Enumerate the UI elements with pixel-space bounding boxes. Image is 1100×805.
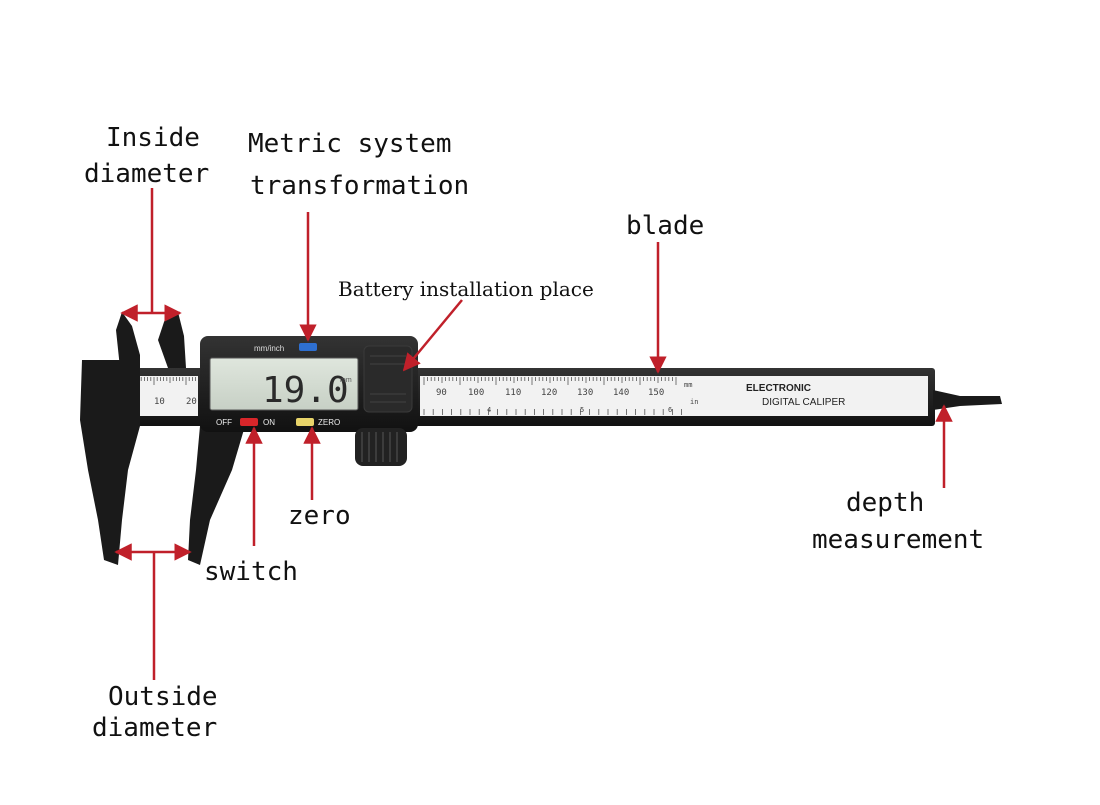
zero-button[interactable]	[296, 418, 314, 426]
depth-rod	[933, 372, 1002, 410]
sliding-jaw	[188, 426, 245, 565]
inch-mark-4: 4	[487, 406, 491, 414]
label-outside-diameter-line1: Outside	[108, 682, 218, 712]
power-button[interactable]	[240, 418, 258, 426]
label-metric-system-line1: Metric system	[248, 129, 452, 159]
label-depth-line1: depth	[846, 488, 924, 518]
off-label: OFF	[216, 418, 232, 427]
sliding-upper-jaw	[158, 312, 186, 368]
zero-button-label: ZERO	[318, 418, 340, 427]
scale-number-110: 110	[505, 388, 521, 398]
scale-number-10: 10	[154, 397, 165, 407]
fixed-upper-jaw	[116, 312, 140, 368]
label-outside-diameter-line2: diameter	[92, 713, 217, 743]
inch-mark-6: 6	[668, 406, 672, 414]
display-value: 19.0	[262, 370, 349, 411]
label-depth-line2: measurement	[812, 525, 984, 555]
thumb-wheel	[355, 428, 407, 466]
display-unit: mm	[340, 377, 352, 384]
unit-button-label: mm/inch	[254, 344, 284, 353]
inch-unit: in	[690, 398, 698, 406]
inch-mark-5: 5	[580, 406, 584, 414]
label-inside-diameter-line2: diameter	[84, 159, 209, 189]
scale-number-100: 100	[468, 388, 484, 398]
scale-number-150: 150	[648, 388, 664, 398]
label-zero: zero	[288, 501, 351, 531]
brand-line-2: DIGITAL CALIPER	[762, 397, 845, 408]
brand-line-1: ELECTRONIC	[746, 383, 811, 394]
label-metric-system-line2: transformation	[250, 171, 469, 201]
fixed-jaw	[80, 360, 140, 565]
scale-number-130: 130	[577, 388, 593, 398]
scale-number-140: 140	[613, 388, 629, 398]
arrow-battery	[404, 300, 462, 370]
label-blade: blade	[626, 211, 704, 241]
on-label: ON	[263, 418, 275, 427]
label-battery: Battery installation place	[338, 277, 594, 301]
scale-number-20: 20	[186, 397, 197, 407]
scale-number-90: 90	[436, 388, 447, 398]
scale-number-120: 120	[541, 388, 557, 398]
label-switch: switch	[204, 557, 298, 587]
unit-button[interactable]	[299, 343, 317, 351]
label-inside-diameter-line1: Inside	[106, 123, 200, 153]
scale-unit-mm: mm	[684, 381, 692, 389]
